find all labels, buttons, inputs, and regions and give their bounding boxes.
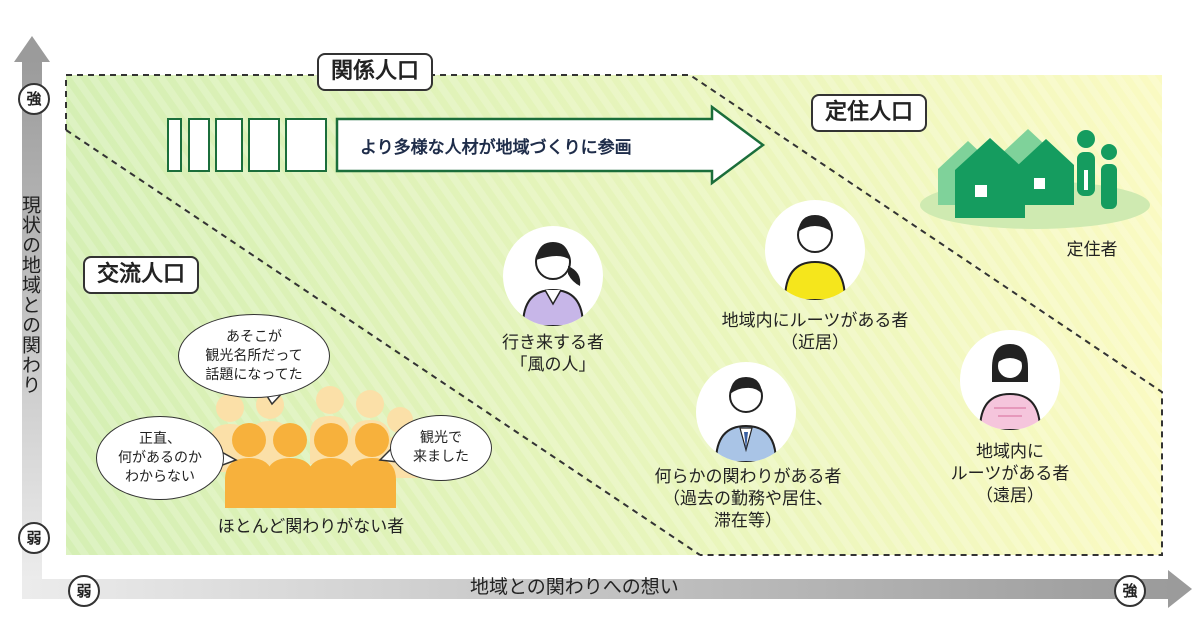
label-kinkyo-line-2: （近居） (781, 333, 849, 353)
y-axis-title: 現状の地域との関わり (19, 195, 41, 395)
label-enkyo-line-2: ルーツがある者 (950, 464, 1070, 484)
bubble-top-line-2: 観光名所だって (205, 347, 303, 364)
label-kinkyo: 地域内にルーツがある者 （近居） (695, 310, 935, 354)
arrow-caption: より多様な人材が地域づくりに参画 (360, 138, 632, 158)
label-kako: 何らかの関わりがある者 （過去の勤務や居住、 滞在等） (628, 466, 868, 532)
speech-bubble-left: 正直、 何があるのか わからない (96, 416, 224, 500)
participation-arrow (167, 104, 766, 186)
houses-residents-icon (920, 129, 1150, 229)
bubble-left-line-2: 何があるのか (118, 449, 202, 466)
kankei-zone-boundary (65, 74, 1163, 556)
label-kinkyo-line-1: 地域内にルーツがある者 (721, 311, 909, 331)
label-enkyo-line-1: 地域内に (976, 442, 1044, 462)
bubble-left-line-1: 正直、 (139, 430, 181, 447)
x-axis (22, 570, 1192, 608)
label-kazenohito: 行き来する者 「風の人」 (483, 332, 623, 376)
bubble-top-line-3: 話題になってた (205, 366, 303, 383)
bubble-top-line-1: あそこが (226, 328, 282, 345)
x-axis-title: 地域との関わりへの想い (470, 576, 679, 598)
person-kako-icon (696, 362, 796, 462)
y-axis (14, 36, 50, 580)
bubble-right-line-1: 観光で (420, 430, 462, 446)
x-axis-weak-label: 弱 (68, 575, 100, 607)
bubble-right-line-2: 来ました (413, 449, 469, 465)
label-kazenohito-line-1: 行き来する者 (502, 333, 604, 353)
person-kinkyo-icon (765, 200, 865, 300)
zone-title-kankei: 関係人口 (317, 53, 434, 91)
label-teijusha: 定住者 (1066, 240, 1118, 260)
label-kako-line-2: （過去の勤務や居住、 (663, 489, 833, 509)
zone-title-teiju: 定住人口 (811, 94, 928, 132)
label-kako-line-3: 滞在等） (714, 511, 782, 531)
person-kazenohito-icon (503, 226, 603, 326)
y-axis-weak-label: 弱 (18, 522, 50, 554)
label-kako-line-1: 何らかの関わりがある者 (654, 467, 842, 487)
label-crowd: ほとんど関わりがない者 (217, 517, 405, 537)
speech-bubble-top: あそこが 観光名所だって 話題になってた (178, 314, 330, 398)
zone-title-koryu: 交流人口 (83, 256, 200, 294)
bubble-left-line-3: わからない (125, 468, 195, 485)
x-axis-strong-label: 強 (1114, 575, 1146, 607)
label-enkyo: 地域内に ルーツがある者 （遠居） (930, 441, 1090, 507)
speech-bubble-right: 観光で 来ました (390, 415, 492, 481)
label-kazenohito-line-2: 「風の人」 (510, 355, 596, 375)
label-enkyo-line-3: （遠居） (976, 486, 1044, 506)
person-enkyo-icon (960, 330, 1060, 430)
y-axis-strong-label: 強 (18, 83, 50, 115)
